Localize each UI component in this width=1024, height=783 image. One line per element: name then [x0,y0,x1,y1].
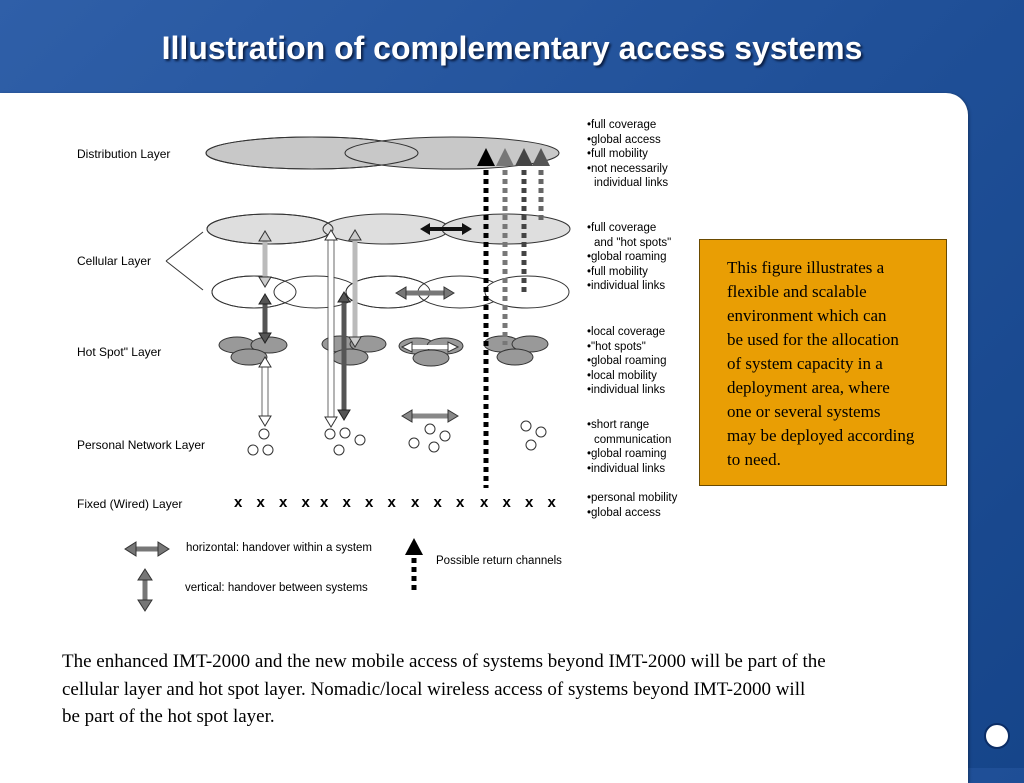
feature-continuation: communication [594,433,672,446]
feature-item: local mobility [587,369,666,384]
features-distribution: full coverage global access full mobilit… [587,118,668,191]
layer-label-hot-spot: Hot Spot" Layer [77,345,162,359]
layer-label-personal-network: Personal Network Layer [77,438,206,452]
vertical-handover-arrows [258,229,362,428]
feature-item: individual links [587,383,666,398]
legend-return-icon [405,538,423,592]
feature-item: not necessarily [587,162,668,177]
feature-item: full mobility [587,265,671,280]
feature-item: individual links [587,279,671,294]
feature-item: full coverage [587,118,668,133]
personal-network-nodes [247,420,547,456]
slide-nav-button[interactable] [984,723,1010,749]
feature-item: local coverage [587,325,666,340]
cellular-layer-bracket [165,231,204,291]
legend-return-label: Possible return channels [436,555,562,567]
feature-item: personal mobility [587,491,677,506]
legend-vertical-icon [137,568,153,612]
layer-label-cellular: Cellular Layer [77,254,152,268]
features-fixed: personal mobility global access [587,491,677,520]
note-text: This figure illustrates a flexible and s… [727,258,915,469]
note-box: This figure illustrates a flexible and s… [699,239,947,486]
legend-horizontal-icon [124,541,170,557]
slide-caption: The enhanced IMT-2000 and the new mobile… [62,651,826,727]
cellular-micro-cells [211,275,570,309]
features-hot-spot: local coverage "hot spots" global roamin… [587,325,666,398]
fixed-terminals-group-4: x x x x [480,494,561,511]
feature-continuation: and "hot spots" [594,236,672,249]
features-personal-network: short range communication global roaming… [587,418,671,476]
feature-item: full mobility [587,147,668,162]
fixed-terminals-group-3: x x x [411,494,470,511]
fixed-terminals-group-2: x x x x [320,494,401,511]
hot-spot-clusters [218,335,549,367]
feature-continuation: individual links [594,177,669,190]
legend-horizontal-label: horizontal: handover within a system [186,542,373,554]
distribution-layer-shapes [205,136,560,170]
legend-vertical-label: vertical: handover between systems [185,582,368,594]
feature-item: "hot spots" [587,340,666,355]
layer-label-fixed: Fixed (Wired) Layer [77,497,183,511]
feature-item: individual links [587,462,671,477]
features-cellular: full coverage and "hot spots" global roa… [587,221,671,294]
layer-label-distribution: Distribution Layer [77,147,171,161]
fixed-terminals-group-1: x x x x [234,494,315,511]
feature-item: global access [587,133,668,148]
feature-item: full coverage [587,221,671,236]
return-channel-arrows [477,148,550,488]
horizontal-handover-arrows [395,223,472,423]
feature-item: global roaming [587,447,671,462]
feature-item: global roaming [587,250,671,265]
feature-item: global roaming [587,354,666,369]
feature-item: global access [587,506,677,521]
slide-title: Illustration of complementary access sys… [161,30,863,66]
feature-item: short range [587,418,671,433]
